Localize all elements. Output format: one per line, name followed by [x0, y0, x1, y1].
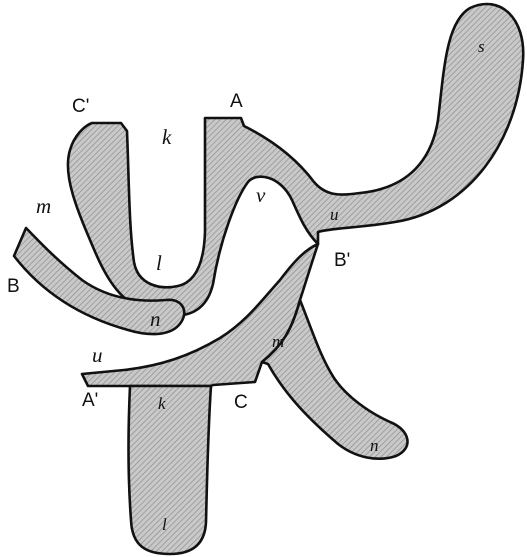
label-u-left: u [92, 343, 103, 367]
label-point-c-prime: C' [72, 96, 89, 117]
lower-stem-shape [129, 386, 211, 554]
label-k-top: k [162, 125, 172, 149]
label-point-b-prime: B' [334, 250, 350, 271]
label-s-top: s [478, 37, 485, 56]
label-point-b: B [7, 276, 20, 297]
label-l-bottom: l [162, 515, 167, 534]
label-l-top: l [156, 251, 162, 275]
label-v-center: v [256, 183, 266, 207]
label-n-left: n [150, 307, 161, 331]
label-point-a: A [230, 91, 243, 112]
label-u-right: u [330, 205, 339, 224]
label-m-left: m [36, 194, 51, 218]
label-m-center: m [272, 332, 284, 351]
label-k-bottom: k [158, 394, 166, 413]
label-point-c: C [234, 392, 248, 413]
label-n-right: n [370, 436, 379, 455]
label-point-a-prime: A' [82, 390, 98, 411]
